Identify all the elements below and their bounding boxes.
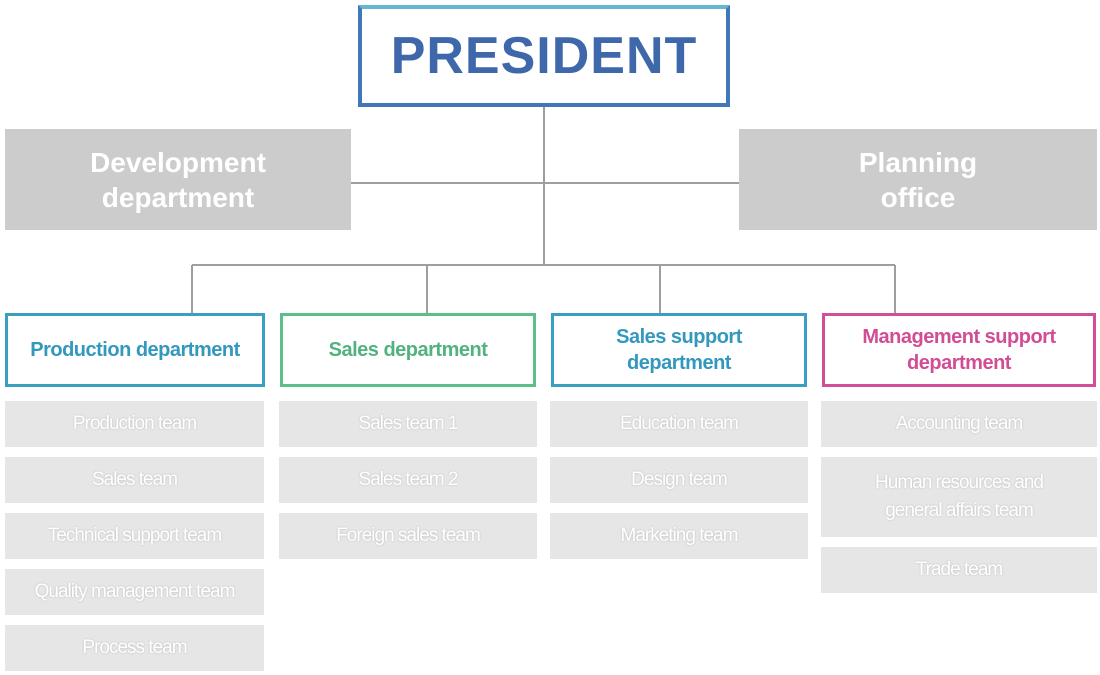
management-support-team-list: Accounting team Human resources and gene… xyxy=(821,401,1097,593)
team-label: Sales team 1 xyxy=(358,413,459,434)
team-node: Trade team xyxy=(821,547,1097,593)
team-label: Technical support team xyxy=(47,525,222,546)
team-label: Human resources and xyxy=(875,472,1044,493)
dept-label-line2: department xyxy=(627,352,731,374)
team-node: Sales team xyxy=(5,457,264,503)
team-label: Design team xyxy=(631,469,728,490)
team-node: Marketing team xyxy=(550,513,808,559)
team-label: Quality management team xyxy=(34,581,236,602)
sales-support-team-list: Education team Design team Marketing tea… xyxy=(550,401,808,559)
sales-support-department-node: Sales support department xyxy=(551,313,807,387)
team-label: Sales team xyxy=(91,469,178,490)
team-label: Process team xyxy=(82,637,187,658)
team-node: Quality management team xyxy=(5,569,264,615)
production-team-list: Production team Sales team Technical sup… xyxy=(5,401,264,671)
sales-team-list: Sales team 1 Sales team 2 Foreign sales … xyxy=(279,401,537,559)
team-node: Human resources and general affairs team xyxy=(821,457,1097,537)
team-node: Foreign sales team xyxy=(279,513,537,559)
team-node: Accounting team xyxy=(821,401,1097,447)
dept-label-line1: Management support xyxy=(862,326,1056,348)
production-department-node: Production department xyxy=(5,313,265,387)
dept-label-line2: department xyxy=(907,352,1011,374)
team-node: Production team xyxy=(5,401,264,447)
president-label: PRESIDENT xyxy=(390,27,698,85)
team-label-line2: general affairs team xyxy=(885,500,1034,521)
dept-label-line1: Sales support xyxy=(616,326,742,348)
team-label: Marketing team xyxy=(620,525,739,546)
planning-label-line1: Planning xyxy=(858,146,978,178)
team-label: Accounting team xyxy=(895,413,1024,434)
team-label: Production team xyxy=(72,413,197,434)
planning-label-line2: office xyxy=(880,181,956,213)
dept-label-line1: Sales department xyxy=(328,339,488,361)
dept-label-line1: Production department xyxy=(30,339,240,361)
president-node: PRESIDENT xyxy=(358,5,730,107)
team-node: Sales team 2 xyxy=(279,457,537,503)
management-support-department-node: Management support department xyxy=(822,313,1096,387)
team-node: Process team xyxy=(5,625,264,671)
team-node: Sales team 1 xyxy=(279,401,537,447)
team-node: Design team xyxy=(550,457,808,503)
development-label-line2: department xyxy=(101,181,255,213)
team-label: Foreign sales team xyxy=(336,525,481,546)
team-node: Education team xyxy=(550,401,808,447)
team-label: Education team xyxy=(619,413,739,434)
planning-office-node: Planning office xyxy=(739,129,1097,230)
sales-department-node: Sales department xyxy=(280,313,536,387)
team-node: Technical support team xyxy=(5,513,264,559)
development-department-node: Development department xyxy=(5,129,351,230)
team-label: Trade team xyxy=(915,559,1003,580)
development-label-line1: Development xyxy=(90,146,266,178)
team-label: Sales team 2 xyxy=(358,469,459,490)
